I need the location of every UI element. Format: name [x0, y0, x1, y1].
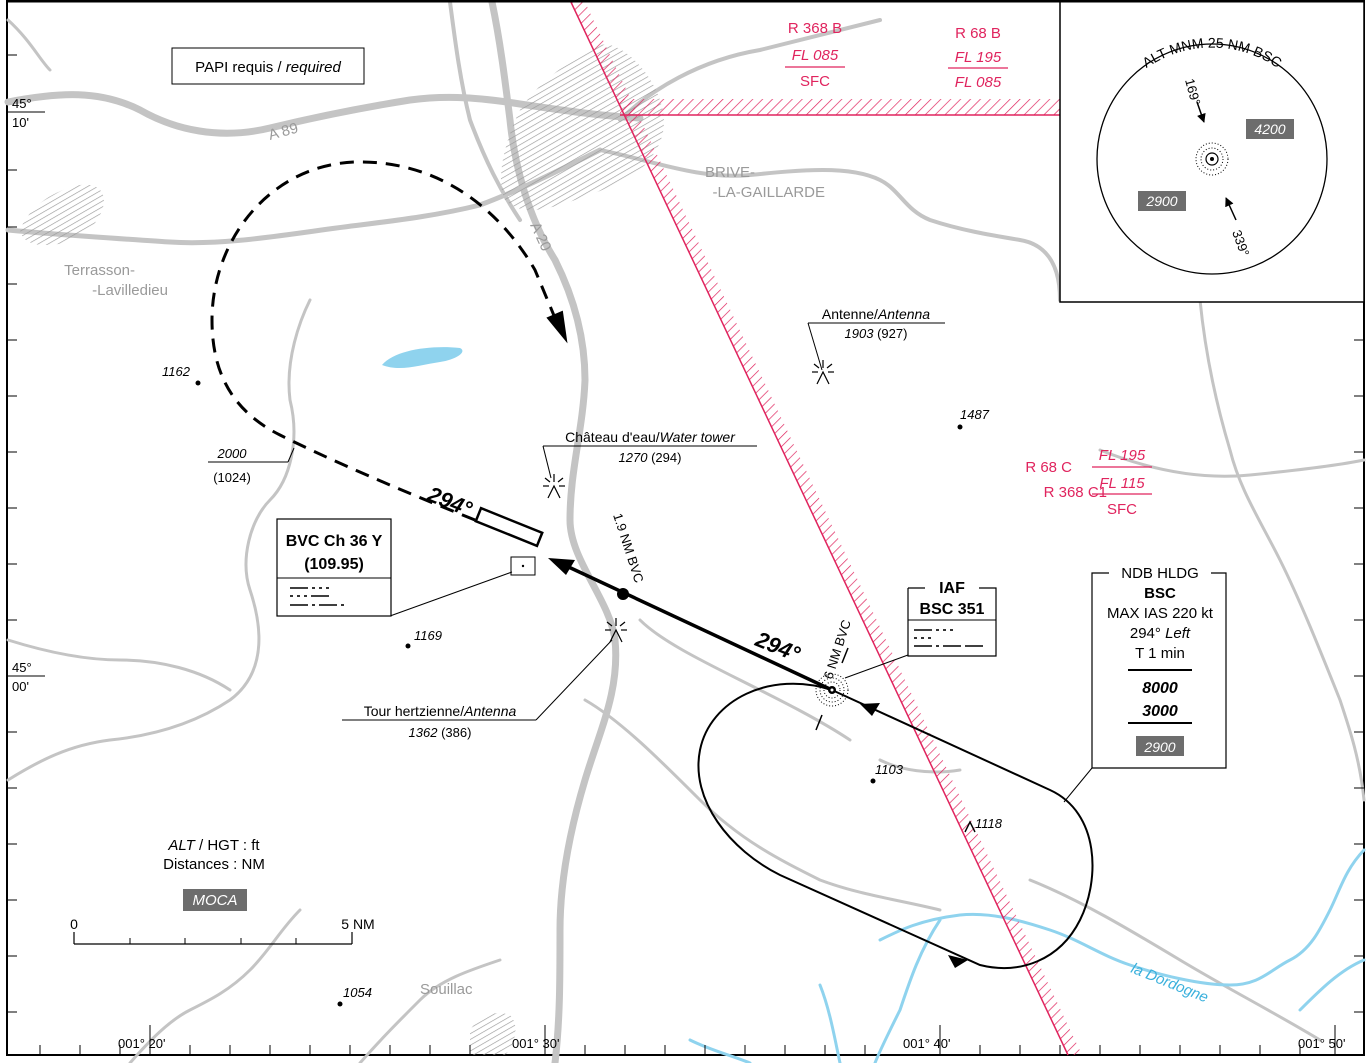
svg-text:2900: 2900 [1145, 193, 1177, 209]
coordinate-labels: 45° 10' 45° 00' 001° 20' 001° 30' 001° 4… [12, 96, 1345, 1051]
svg-text:FL 195: FL 195 [1099, 447, 1146, 464]
svg-text:3000: 3000 [1142, 703, 1178, 720]
svg-text:(109.95): (109.95) [304, 556, 364, 573]
scale-bar: 0 5 NM [70, 916, 375, 945]
svg-text:1118: 1118 [975, 816, 1003, 831]
svg-text:1054: 1054 [343, 985, 372, 1000]
papi-note: PAPI requis / required [171, 47, 365, 85]
svg-text:169°: 169° [1182, 77, 1203, 107]
svg-text:1487: 1487 [960, 407, 990, 422]
svg-text:FL 085: FL 085 [792, 47, 839, 64]
svg-text:Château d'eau/Water tower: Château d'eau/Water tower [565, 429, 736, 445]
svg-text:Distances : NM: Distances : NM [163, 856, 265, 873]
svg-text:1270 (294): 1270 (294) [619, 450, 682, 465]
rivers [688, 848, 1366, 1063]
ndb-bsc-icon [815, 647, 849, 731]
svg-text:SFC: SFC [1107, 501, 1137, 518]
lon-001-50: 001° 50' [1298, 1036, 1345, 1051]
lon-001-40: 001° 40' [903, 1036, 950, 1051]
town-brive-2: -LA-GAILLARDE [712, 184, 825, 201]
fix-1-9-nm-dot [617, 588, 629, 600]
lake [382, 347, 463, 369]
river-dordogne [878, 848, 1366, 987]
lat-45-10-min: 10' [12, 115, 29, 130]
svg-text:R 368 C1: R 368 C1 [1044, 484, 1107, 501]
svg-text:T 1 min: T 1 min [1135, 645, 1185, 662]
svg-text:R 368 B: R 368 B [788, 20, 842, 37]
svg-text:FL 195: FL 195 [955, 49, 1002, 66]
bvc-info-box: BVC Ch 36 Y (109.95) [276, 518, 513, 617]
lon-001-30: 001° 30' [512, 1036, 559, 1051]
tower-icon [543, 474, 565, 499]
svg-text:NDB HLDG: NDB HLDG [1121, 565, 1199, 582]
town-brive-1: BRIVE- [705, 164, 755, 181]
town-terrasson-1: Terrasson- [64, 262, 135, 279]
lon-001-20: 001° 20' [118, 1036, 165, 1051]
lat-45-00-min: 00' [12, 679, 29, 694]
svg-text:MAX IAS 220 kt: MAX IAS 220 kt [1107, 605, 1214, 622]
antenna-icon [605, 618, 627, 643]
svg-text:1362 (386): 1362 (386) [409, 725, 472, 740]
svg-text:R 68 C: R 68 C [1025, 459, 1072, 476]
svg-text:R 68 B: R 68 B [955, 25, 1001, 42]
svg-text:(1024): (1024) [213, 470, 251, 485]
svg-text:2000: 2000 [217, 446, 248, 461]
obstacle-antenna-1362: Tour hertzienne/Antenna 1362 (386) [342, 618, 627, 740]
procedure-turn-altitude: 2000 (1024) [208, 446, 295, 485]
svg-text:ALT / HGT : ft: ALT / HGT : ft [167, 837, 260, 854]
morse-code-icon [914, 629, 983, 647]
svg-text:294° Left: 294° Left [1130, 625, 1191, 642]
svg-text:BSC: BSC [1144, 585, 1176, 602]
svg-text:1903 (927): 1903 (927) [845, 326, 908, 341]
town-souillac: Souillac [420, 981, 473, 998]
morse-code-icon [290, 587, 344, 606]
obstacle-antenna-1903: Antenne/Antenna 1903 (927) [807, 306, 945, 385]
urban-terrasson [20, 184, 104, 245]
svg-text:MOCA: MOCA [193, 892, 238, 909]
bvc-dme-symbol [510, 556, 536, 576]
svg-text:SFC: SFC [800, 73, 830, 90]
lat-45-00-deg: 45° [12, 660, 32, 675]
ndb-bsc-icon [1195, 142, 1229, 176]
inbound-track [474, 506, 833, 692]
holding-pattern [697, 682, 1094, 969]
svg-text:IAF: IAF [939, 580, 965, 597]
svg-text:1103: 1103 [875, 762, 904, 777]
svg-text:2900: 2900 [1143, 739, 1175, 755]
svg-text:1169: 1169 [414, 628, 442, 643]
spot-heights: 1162 1169 1487 1103 1118 1054 [162, 364, 1003, 1007]
units-note: ALT / HGT : ft Distances : NM MOCA [163, 837, 265, 911]
lat-45-10-deg: 45° [12, 96, 32, 111]
svg-text:BVC Ch 36 Y: BVC Ch 36 Y [286, 533, 383, 550]
iaf-box: IAF BSC 351 [844, 580, 997, 679]
svg-text:1162: 1162 [162, 364, 191, 379]
svg-text:FL 115: FL 115 [1099, 475, 1145, 492]
svg-text:5 NM: 5 NM [341, 916, 374, 932]
svg-text:PAPI requis / required: PAPI requis / required [195, 59, 341, 76]
town-terrasson-2: -Lavilledieu [92, 282, 168, 299]
svg-text:Antenne/Antenna: Antenne/Antenna [822, 306, 930, 322]
msa-inset: ALT MNM 25 NM BSC 169° 339° 4200 2900 [1059, 0, 1365, 303]
restricted-airspace [569, 0, 1082, 1056]
urban-souillac [470, 1013, 516, 1055]
antenna-icon [812, 360, 834, 385]
svg-text:FL 085: FL 085 [955, 74, 1002, 91]
svg-text:0: 0 [70, 916, 78, 932]
svg-text:8000: 8000 [1142, 680, 1178, 697]
obstacle-water-tower: Château d'eau/Water tower 1270 (294) [542, 429, 757, 499]
procedure-turn [210, 160, 568, 522]
svg-text:4200: 4200 [1254, 121, 1285, 137]
holding-info-box: NDB HLDG BSC MAX IAS 220 kt 294° Left T … [1063, 565, 1227, 803]
airspace-labels: R 368 B FL 085 SFC R 68 B FL 195 FL 085 … [785, 20, 1152, 518]
svg-text:Tour hertzienne/Antenna: Tour hertzienne/Antenna [364, 703, 517, 719]
svg-text:BSC 351: BSC 351 [920, 601, 985, 618]
